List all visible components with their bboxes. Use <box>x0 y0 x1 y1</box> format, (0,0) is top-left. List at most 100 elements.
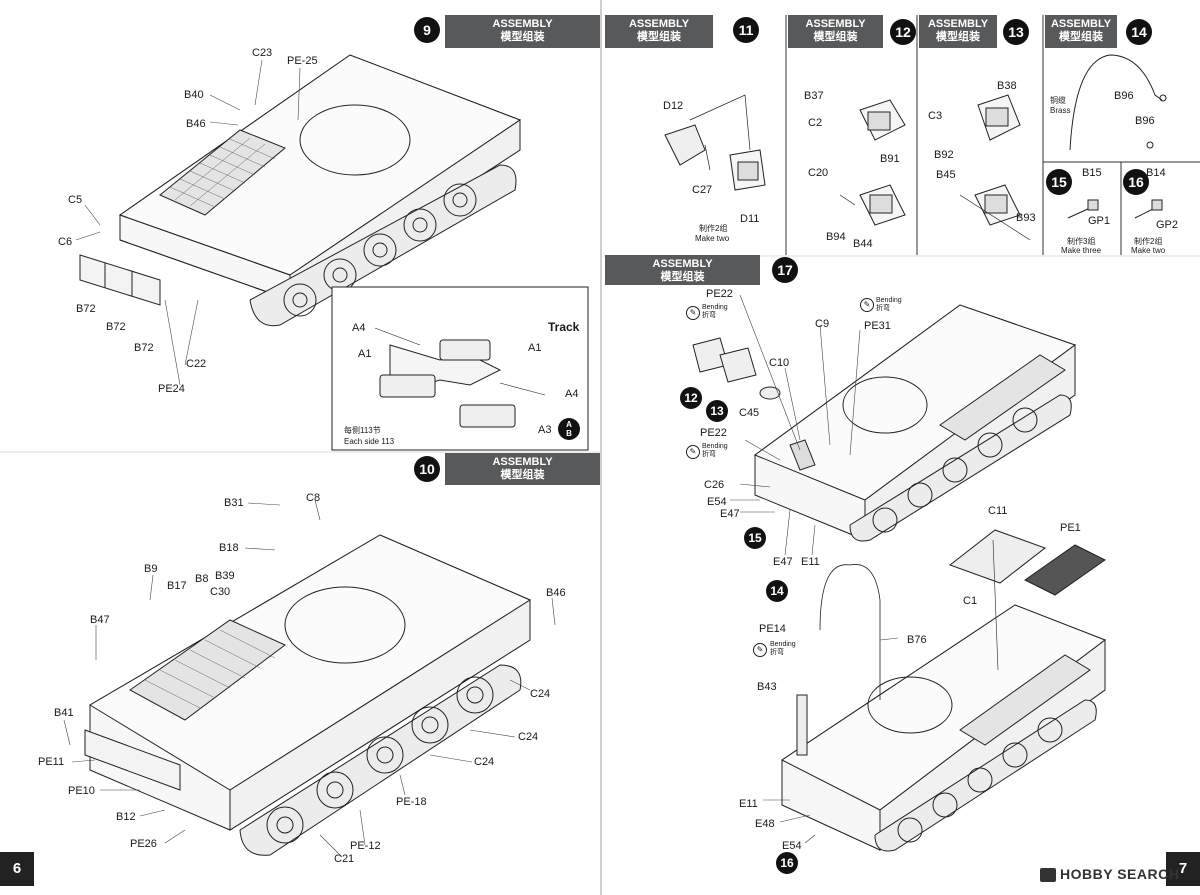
bending-icon: ✎ <box>753 643 767 657</box>
part-label: C6 <box>58 236 73 248</box>
step11-note-cn: 制作2组 <box>699 224 728 233</box>
part-label: C21 <box>334 853 355 865</box>
step10-hull-drawing <box>63 499 556 858</box>
part-label: PE10 <box>68 785 95 797</box>
step-ref-12: 12 <box>680 387 702 409</box>
step-number-14: 14 <box>1126 19 1152 45</box>
part-label: D11 <box>740 213 760 225</box>
part-label: C45 <box>739 407 760 419</box>
part-label: B94 <box>826 231 846 243</box>
part-label: C1 <box>963 595 978 607</box>
part-label: C30 <box>210 586 231 598</box>
step17-upper-hull-drawing <box>692 294 1077 556</box>
step15-note-en: Make three <box>1061 246 1102 255</box>
part-label: E47 <box>773 556 793 568</box>
part-label: PE1 <box>1060 522 1081 534</box>
track-note-cn: 每侧113节 <box>344 426 381 435</box>
brass-cn-label: 铜缆 <box>1050 96 1066 105</box>
track-inset <box>331 286 589 451</box>
part-label: PE14 <box>759 623 786 635</box>
part-label: B14 <box>1146 167 1166 179</box>
part-label: B8 <box>195 573 209 585</box>
part-label: PE22 <box>700 427 727 439</box>
part-label: C20 <box>808 167 829 179</box>
page-number-right: 7 <box>1166 852 1200 886</box>
part-label: D12 <box>663 100 684 112</box>
step-number-12: 12 <box>890 19 916 45</box>
part-label: C8 <box>306 492 321 504</box>
step-ref-15: 15 <box>744 527 766 549</box>
part-label: C2 <box>808 117 823 129</box>
track-title: Track <box>548 320 580 334</box>
part-label: B76 <box>907 634 927 646</box>
part-label: B72 <box>134 342 154 354</box>
step-number-9: 9 <box>414 17 440 43</box>
part-label: PE22 <box>706 288 733 300</box>
part-label: PE-25 <box>287 55 318 67</box>
part-label: B46 <box>186 118 206 130</box>
step-ref-16: 16 <box>776 852 798 874</box>
part-label: GP1 <box>1088 215 1111 227</box>
part-label: B72 <box>106 321 126 333</box>
part-label: B93 <box>1016 212 1036 224</box>
part-label: PE26 <box>130 838 157 850</box>
part-label: B39 <box>215 570 235 582</box>
part-label: B37 <box>804 90 824 102</box>
part-label: C9 <box>815 318 830 330</box>
step-number-11: 11 <box>733 17 759 43</box>
part-label: B9 <box>144 563 158 575</box>
step-ref-14: 14 <box>766 580 788 602</box>
page-number-left: 6 <box>0 852 34 886</box>
step-ref-13: 13 <box>706 400 728 422</box>
bending-icon: ✎ <box>860 298 874 312</box>
part-label: C26 <box>704 479 725 491</box>
part-label: A1 <box>528 342 542 354</box>
part-label: B91 <box>880 153 900 165</box>
step-number-13: 13 <box>1003 19 1029 45</box>
step-number-16: 16 <box>1123 169 1149 195</box>
part-label: C22 <box>186 358 207 370</box>
step-number-15: 15 <box>1046 169 1072 195</box>
part-label: B72 <box>76 303 96 315</box>
step9-hull-drawing <box>75 54 522 386</box>
part-label: B40 <box>184 89 204 101</box>
part-label: B43 <box>757 681 777 693</box>
part-label: PE11 <box>38 756 65 768</box>
watermark: HOBBY SEARCH <box>1060 866 1180 882</box>
part-label: C24 <box>518 731 539 743</box>
step-number-17: 17 <box>772 257 798 283</box>
part-label: B45 <box>936 169 956 181</box>
part-label: PE-12 <box>350 840 381 852</box>
part-label: PE31 <box>864 320 891 332</box>
track-note-en: Each side 113 <box>344 437 395 446</box>
part-label: GP2 <box>1156 219 1179 231</box>
part-label: B15 <box>1082 167 1102 179</box>
part-label: B38 <box>997 80 1017 92</box>
part-label: B96 <box>1114 90 1134 102</box>
part-label: C24 <box>474 756 495 768</box>
part-label: C24 <box>530 688 551 700</box>
part-label: E11 <box>801 556 820 568</box>
part-label: B47 <box>90 614 110 626</box>
part-label: C23 <box>252 47 273 59</box>
part-label: E11 <box>739 798 758 810</box>
small-parts-drawing <box>664 54 1167 241</box>
part-label: B17 <box>167 580 187 592</box>
part-label: C10 <box>769 357 790 369</box>
part-label: B92 <box>934 149 954 161</box>
part-label: A4 <box>352 322 366 334</box>
part-label: B31 <box>224 497 244 509</box>
part-label: C5 <box>68 194 83 206</box>
part-label: C27 <box>692 184 713 196</box>
